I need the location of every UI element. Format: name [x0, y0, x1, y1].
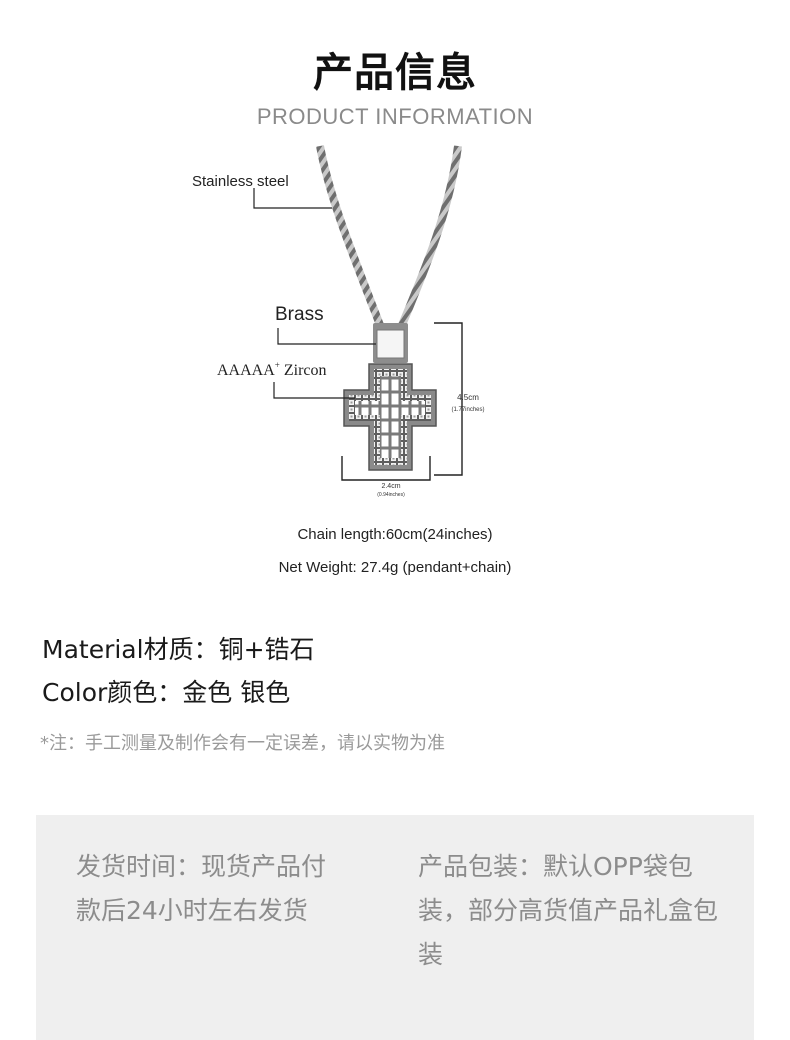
zircon-plus: +: [274, 360, 280, 370]
height-dimension-bracket: [434, 322, 463, 476]
callout-brass: Brass: [275, 304, 324, 325]
callout-stainless-steel: Stainless steel: [192, 173, 289, 190]
height-inches: (1.77inches): [451, 407, 485, 413]
color-line: Color颜色：金色 银色: [42, 678, 291, 707]
zircon-label: Zircon: [283, 362, 327, 379]
material-line: Material材质：铜+锆石: [42, 635, 315, 664]
height-cm: 4.5cm: [457, 393, 479, 402]
net-weight-spec: Net Weight: 27.4g (pendant+chain): [278, 559, 512, 576]
zircon-callout-line: [273, 382, 355, 399]
cross-pendant: [343, 363, 437, 471]
width-dimension-bracket: [341, 456, 431, 481]
width-dimension-label: 2.4cm (0.94inches): [356, 482, 426, 500]
zircon-grade: AAAAA: [217, 362, 275, 379]
brass-callout-line: [277, 328, 376, 345]
height-dimension-label: 4.5cm (1.77inches): [438, 392, 498, 416]
callout-zircon: AAAAA+ Zircon: [217, 360, 327, 380]
width-cm: 2.4cm: [381, 483, 401, 490]
shipping-panel: 发货时间：现货产品付款后24小时左右发货 产品包装：默认OPP袋包装，部分高货值…: [36, 815, 754, 1040]
page-title: 产品信息: [313, 50, 477, 96]
pendant-illustration: [253, 145, 463, 481]
product-figure: Stainless steel Brass AAAAA+ Zircon 4.5c…: [180, 140, 610, 600]
chain-right: [398, 145, 462, 327]
chain-length-spec: Chain length:60cm(24inches): [297, 526, 493, 543]
width-inches: (0.94inches): [377, 492, 405, 498]
shipping-time-text: 发货时间：现货产品付款后24小时左右发货: [76, 852, 327, 925]
packaging-text: 产品包装：默认OPP袋包装，部分高货值产品礼盒包装: [418, 852, 719, 969]
chain-left: [316, 145, 384, 327]
steel-callout-line: [253, 188, 332, 209]
page-subtitle: PRODUCT INFORMATION: [256, 104, 534, 129]
measurement-note: *注：手工测量及制作会有一定误差，请以实物为准: [40, 733, 445, 754]
